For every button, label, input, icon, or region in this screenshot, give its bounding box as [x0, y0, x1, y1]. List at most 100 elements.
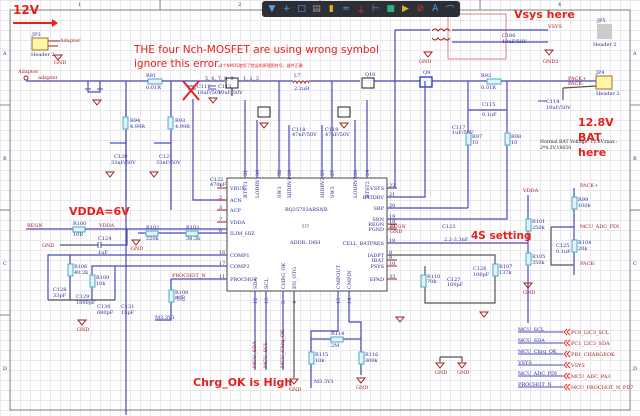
ic-pin-number: 20: [389, 203, 395, 209]
ic-pin-number: 29: [287, 170, 293, 176]
ic-pin-label: CMPOUT: [336, 264, 342, 289]
ic-u-bq25703a[interactable]: [226, 177, 388, 292]
jp3-name: Header 2: [31, 52, 55, 58]
text-tool-icon[interactable]: A: [432, 4, 439, 14]
gnd-symbol: [456, 362, 468, 369]
power-port-tool-icon[interactable]: ⏚: [356, 5, 366, 16]
ic-pin-number: 3: [219, 205, 222, 211]
c121-val: 33nF/50V: [156, 160, 181, 166]
m3v3-net: M3.3V1: [155, 315, 175, 321]
arc-tool-icon[interactable]: ⌒: [445, 5, 455, 16]
ic-pin-number: 18: [389, 219, 395, 225]
r91-resistor[interactable]: [147, 78, 163, 85]
jp4-header[interactable]: [595, 75, 613, 90]
ic-pin-number: 17: [219, 261, 225, 267]
r100-ref: R100: [73, 221, 86, 227]
r101-resistor[interactable]: [525, 218, 532, 232]
mcu-port-label[interactable]: PC1_I2C3_SDA: [571, 341, 610, 347]
r92-resistor[interactable]: [486, 78, 502, 85]
mosfet-low-a[interactable]: [257, 106, 271, 118]
r114-resistor[interactable]: [330, 336, 344, 343]
mcu-port-label[interactable]: VSYS: [570, 363, 585, 369]
gnd-symbol: [338, 122, 350, 129]
r100-val: 10R: [73, 232, 83, 238]
r105-val: 350k: [532, 260, 546, 266]
mcu-port-label[interactable]: MCU_ADC_PA3: [571, 374, 610, 380]
mcu-port-label[interactable]: PC0_I2C3_SCL: [571, 330, 610, 336]
r94-resistor[interactable]: [122, 116, 129, 130]
component-tool-icon[interactable]: ▤: [312, 4, 321, 14]
vdda-net-right: VDDA: [522, 188, 539, 194]
pack-plus-divider: PACK+: [580, 183, 598, 189]
r105-resistor[interactable]: [525, 252, 532, 266]
ic-pin-label: REGN: [368, 222, 384, 228]
mcu-sda-net: MCU_SDA: [252, 341, 258, 368]
ic-pin-number: 19: [389, 214, 395, 220]
r116-resistor[interactable]: [358, 351, 365, 365]
l7-inductor[interactable]: [292, 80, 310, 85]
mcu-port-label[interactable]: PB1_CHARGEOK: [571, 352, 615, 358]
r115-resistor[interactable]: [308, 351, 315, 365]
gnd-symbol: [434, 362, 446, 369]
r108-resistor[interactable]: [168, 289, 175, 303]
pins-b-label: 1, 2, 3: [243, 76, 259, 82]
mosfet-q10[interactable]: [361, 77, 375, 89]
q10-ref: Q10: [365, 72, 375, 78]
r110-ref: R110: [427, 274, 440, 280]
gnd2-symbol: [543, 49, 555, 56]
net-label-tool-icon[interactable]: ⊢: [371, 4, 380, 14]
c114-ref: C114: [546, 99, 559, 105]
r106-resistor[interactable]: [67, 263, 74, 277]
r93-resistor[interactable]: [167, 116, 174, 130]
ic-pin-label: VBUS: [229, 186, 245, 192]
ic-pin-number: 4: [292, 301, 298, 304]
r103-resistor[interactable]: [185, 230, 199, 237]
jp3-ref: JP3: [31, 32, 41, 38]
c129-ref: C129: [76, 294, 89, 300]
r104-resistor[interactable]: [571, 239, 578, 253]
ic-pin-label: IADPT: [368, 253, 385, 259]
annotation-bat: 12.8V BAT here: [578, 115, 614, 160]
c124-val: 1uF: [98, 250, 108, 256]
r94-val: 4.99R: [130, 124, 145, 130]
r103-val: 38.3k: [186, 236, 201, 242]
ic-pin-number: 22: [389, 183, 395, 189]
r107-resistor[interactable]: [492, 263, 499, 277]
bus-tool-icon[interactable]: ≈: [342, 4, 350, 14]
c119-ref: C119: [325, 127, 338, 133]
pack-minus-divider: PACK-: [580, 261, 596, 267]
jp5-ghost-box[interactable]: [447, 13, 507, 60]
mosfet-q9[interactable]: [419, 76, 433, 88]
part-tool-icon[interactable]: ▮: [328, 4, 334, 14]
transformer-coil[interactable]: [431, 28, 451, 41]
ic-pin-number: 21: [389, 192, 395, 198]
mcu-port-label[interactable]: MCU_PROCHOT_N_PD7: [571, 385, 633, 391]
filter-tool-icon[interactable]: ▼: [268, 4, 276, 14]
r101-ref: R101: [532, 219, 545, 225]
mosfet-low-b[interactable]: [337, 106, 351, 118]
port-tool-icon[interactable]: ▶: [402, 4, 409, 14]
c121-ref: C121: [159, 154, 172, 160]
ic-pin-number: 8: [389, 250, 392, 256]
jp3-header[interactable]: [31, 37, 49, 51]
no-erc-tool-icon[interactable]: ⊘: [416, 4, 425, 14]
r102-resistor[interactable]: [145, 230, 159, 237]
r110-resistor[interactable]: [420, 274, 427, 288]
ic-pin-label: PGND: [368, 227, 384, 233]
r109-resistor[interactable]: [89, 274, 96, 288]
adapter-port: [23, 75, 29, 81]
r97-resistor[interactable]: [465, 132, 472, 146]
r116-val: 300k: [365, 358, 379, 364]
c118-ref: C118: [292, 127, 305, 133]
r98-resistor[interactable]: [504, 132, 511, 146]
r99-resistor[interactable]: [571, 196, 578, 210]
sheet-symbol-tool-icon[interactable]: ■: [386, 4, 395, 14]
gnd-tie-wire: [440, 356, 463, 362]
battery-note-line1: Normal BAT Voltage: 12.8V;max :: [540, 140, 618, 145]
ic-pin-number: 18: [389, 238, 395, 244]
select-rect-tool-icon[interactable]: □: [297, 4, 306, 14]
crosshair-tool-icon[interactable]: +: [282, 4, 291, 14]
r94-ref: R94: [130, 118, 140, 124]
